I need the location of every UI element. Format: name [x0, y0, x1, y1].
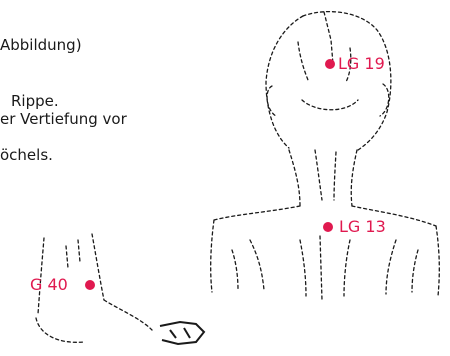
neck-mark-2	[333, 151, 337, 201]
back-mark-6	[411, 249, 419, 293]
point-lg13-dot	[323, 222, 333, 232]
left-shoulder	[213, 205, 301, 221]
left-ear	[266, 85, 277, 117]
caption-line-2: Rippe.	[11, 92, 59, 110]
right-shoulder	[351, 205, 437, 227]
point-lg19-dot	[325, 59, 335, 69]
back-mark-2	[299, 239, 307, 297]
back-mark-1	[249, 239, 265, 291]
neck-mark-1	[314, 149, 323, 201]
neck-left	[288, 149, 301, 207]
back-mark-5	[231, 249, 239, 291]
head-outline-left	[265, 15, 304, 149]
point-lg19-label: LG 19	[338, 54, 385, 73]
head-outline-right	[302, 11, 392, 151]
right-torso	[435, 225, 440, 297]
foot-top	[103, 299, 153, 331]
back-mark-4	[385, 239, 397, 295]
occiput-line	[301, 99, 359, 111]
point-lg13-label: LG 13	[339, 217, 386, 236]
leg-mark-2	[77, 239, 81, 263]
spine-line	[319, 235, 323, 301]
left-torso	[210, 219, 215, 293]
back-mark-3	[343, 239, 351, 297]
leg-mark-1	[65, 245, 69, 269]
head-crown-line	[323, 11, 334, 65]
caption-line-1: Abbildung)	[0, 36, 82, 54]
leg-right	[91, 233, 105, 301]
point-g40-label: G 40	[30, 275, 68, 294]
foot-detail-dark	[159, 320, 206, 346]
neck-right	[350, 149, 358, 207]
caption-line-4: öchels.	[0, 146, 53, 164]
point-g40-dot	[85, 280, 95, 290]
leg-left	[37, 237, 45, 315]
right-ear	[379, 83, 390, 117]
hair-mark-2	[345, 47, 352, 83]
heel-curve	[35, 317, 85, 343]
caption-line-3: er Vertiefung vor	[0, 110, 127, 128]
hair-mark-1	[297, 41, 309, 81]
